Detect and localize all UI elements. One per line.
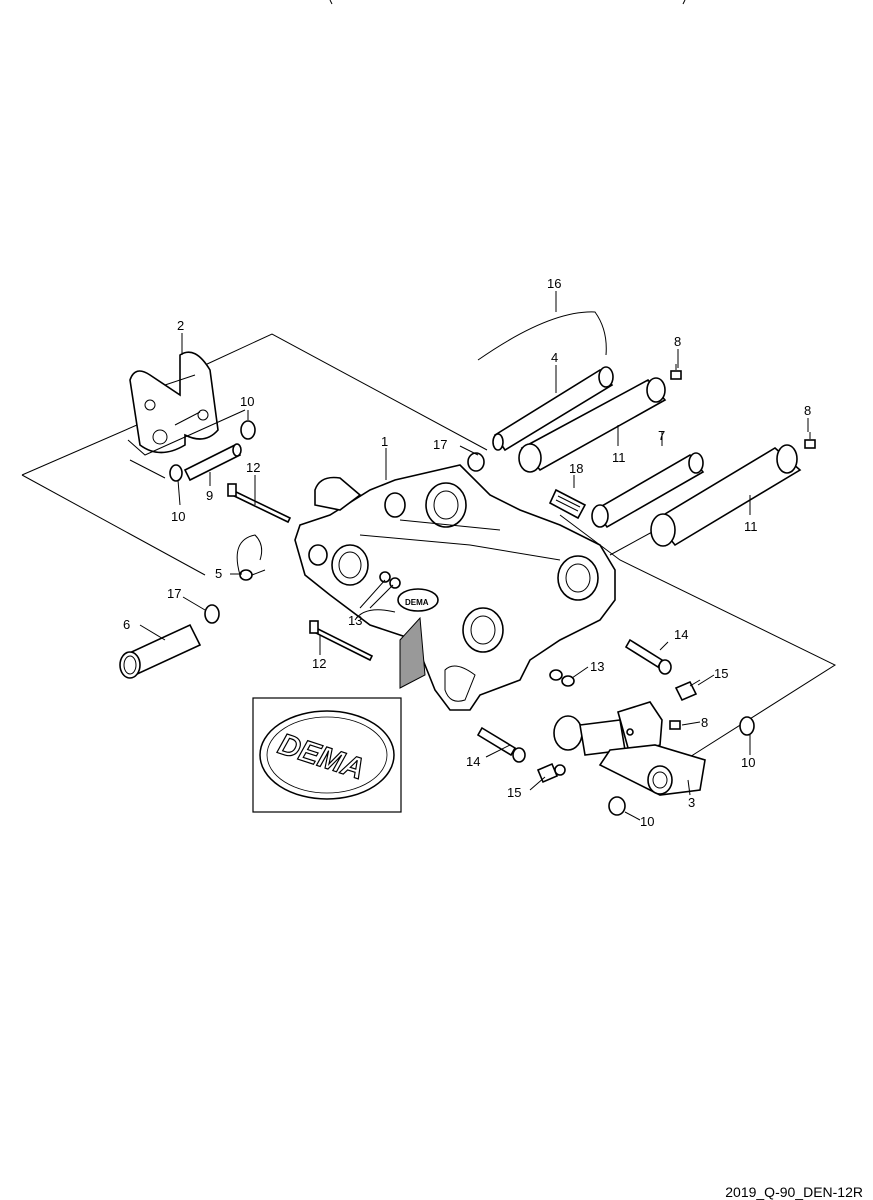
decal-curl: [354, 609, 396, 621]
frame-logo-badge: [397, 588, 439, 612]
drawing-code: 2019_Q-90_DEN-12R: [725, 1184, 863, 1200]
callout-14-upper: 14: [674, 627, 688, 642]
callout-5: 5: [215, 566, 222, 581]
callout-2: 2: [177, 318, 184, 333]
bolt-14-upper: [624, 638, 672, 675]
o-ring-10-bottom: [608, 796, 626, 816]
cable-16: [477, 311, 607, 361]
callout-13-upper: 13: [348, 613, 362, 628]
main-frame-part-1: DEMA: [294, 464, 616, 711]
fitting-15-lower: [536, 762, 566, 784]
bolt-12-upper: [227, 483, 292, 524]
callout-8-right: 8: [804, 403, 811, 418]
callout-1: 1: [381, 434, 388, 449]
callout-14-lower: 14: [466, 754, 480, 769]
logo-detail-box: DEMA: [252, 697, 402, 813]
fitting-15-upper: [674, 679, 701, 702]
callout-8-upper: 8: [674, 334, 681, 349]
pin-part-9: [183, 443, 242, 482]
callout-9: 9: [206, 488, 213, 503]
callout-labels: 2 16 4 8 8 1 17 10 11 7 18 12 9 10 11 5 …: [123, 276, 811, 829]
callout-17-left: 17: [167, 586, 181, 601]
pin-part-4: [492, 366, 614, 452]
bolt-12-lower: [309, 620, 374, 662]
bushing-6: [119, 623, 202, 679]
callout-11-lower: 11: [744, 519, 758, 534]
callout-11-upper: 11: [612, 450, 626, 465]
callout-17-upper: 17: [433, 437, 447, 452]
callout-leaders: [139, 291, 809, 821]
cylinder-assembly-3: [553, 701, 706, 796]
callout-16: 16: [547, 276, 561, 291]
bolt-14-lower: [476, 726, 526, 763]
o-ring-17-upper: [467, 452, 485, 472]
label-plate-18: [548, 488, 587, 520]
grease-nipple-8-right: [804, 432, 816, 449]
callout-10-lower: 10: [171, 509, 185, 524]
callout-12-upper: 12: [246, 460, 260, 475]
callout-15-lower: 15: [507, 785, 521, 800]
exploded-frame-lines: [21, 333, 837, 761]
nut-13-b: [561, 675, 575, 687]
pin-part-7: [591, 452, 705, 529]
o-ring-10-right: [739, 716, 755, 736]
ear-bracket-part: [127, 351, 246, 479]
decal-sheet: [399, 616, 426, 689]
callout-15-upper: 15: [714, 666, 728, 681]
callout-10-right: 10: [741, 755, 755, 770]
callout-3: 3: [688, 795, 695, 810]
o-ring-10-upper: [240, 420, 256, 440]
clipped-header-marks: [329, 0, 686, 5]
o-ring-10-lower: [169, 464, 183, 482]
grease-nipple-8-cylinder: [669, 720, 681, 730]
lynch-pin-5: [236, 534, 266, 581]
callout-10-bottom: 10: [640, 814, 654, 829]
frame-logo-text: DEMA: [405, 598, 429, 607]
tube-11-lower: [650, 444, 802, 547]
callout-6: 6: [123, 617, 130, 632]
nut-13-a: [549, 669, 563, 681]
callout-13-lower: 13: [590, 659, 604, 674]
tube-11-upper: [518, 377, 667, 473]
callout-4: 4: [551, 350, 558, 365]
callout-18: 18: [569, 461, 583, 476]
callout-12-lower: 12: [312, 656, 326, 671]
callout-7: 7: [658, 428, 665, 443]
callout-10-upper: 10: [240, 394, 254, 409]
callout-8-cylinder: 8: [701, 715, 708, 730]
o-ring-17-left: [204, 604, 220, 624]
grease-nipple-8-upper: [670, 364, 682, 380]
